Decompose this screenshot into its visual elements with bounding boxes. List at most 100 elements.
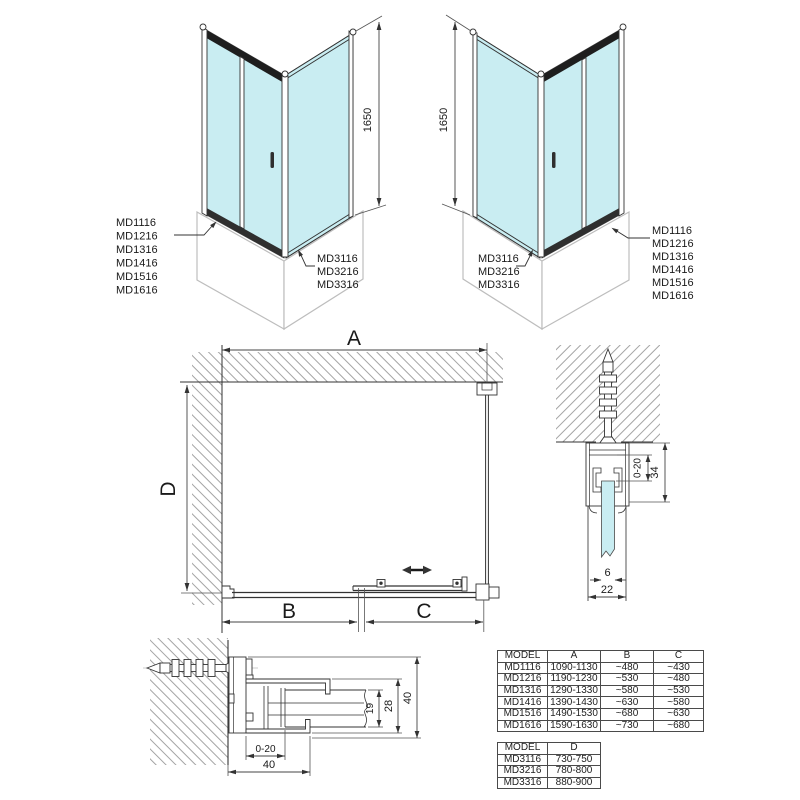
corner-post bbox=[281, 75, 289, 258]
channel-bottom-arm bbox=[245, 719, 311, 734]
dim-label: 0-20 bbox=[255, 744, 275, 755]
table-cell: MD3316 bbox=[497, 776, 548, 790]
table-cell: ~480 bbox=[653, 673, 704, 686]
table-cell: MD3216 bbox=[497, 765, 548, 778]
top-track bbox=[203, 28, 284, 83]
dim-total-40: 40 bbox=[248, 656, 421, 739]
side-model-list: MD3116 MD3216 MD3316 bbox=[298, 249, 359, 291]
table-cell: MD1316 bbox=[497, 684, 548, 698]
model-label: MD1516 bbox=[652, 277, 694, 289]
channel-top-arm bbox=[245, 678, 331, 695]
model-label: MD1416 bbox=[116, 258, 158, 270]
table-cell: ~630 bbox=[600, 696, 654, 709]
bottom-rail bbox=[542, 206, 623, 258]
table-cell: ~480 bbox=[600, 661, 654, 675]
dim-label: 40 bbox=[263, 759, 275, 771]
model-label: MD1216 bbox=[652, 238, 694, 250]
model-label: MD3116 bbox=[317, 253, 358, 265]
shower-tray bbox=[462, 209, 630, 331]
slide-direction-arrow-icon bbox=[402, 565, 432, 575]
table-cell: MD1216 bbox=[497, 673, 548, 686]
middle-stile bbox=[581, 56, 587, 230]
dim-label: 34 bbox=[649, 466, 661, 478]
dim-depth-40: 40 bbox=[227, 736, 311, 776]
wall-profile bbox=[221, 585, 235, 599]
table-cell: ~680 bbox=[653, 719, 704, 733]
corner-post bbox=[475, 583, 490, 601]
table-header-cell: D bbox=[547, 742, 601, 755]
corner-post bbox=[537, 75, 545, 258]
table-cell: ~630 bbox=[653, 707, 704, 721]
table-cell: 1190-1230 bbox=[547, 673, 601, 686]
model-label: MD3316 bbox=[317, 279, 359, 291]
table-header-cell: MODEL bbox=[497, 742, 548, 755]
model-label: MD3216 bbox=[317, 266, 359, 278]
dim-D-label: D bbox=[157, 481, 180, 496]
table-cell: 1090-1130 bbox=[547, 661, 601, 675]
model-label: MD1216 bbox=[116, 231, 158, 243]
dim-glass-6: 6 bbox=[590, 567, 626, 583]
door-model-list: MD1116 MD1216 MD1316 MD1416 MD1516 MD161… bbox=[116, 217, 217, 297]
dim-label: 19 bbox=[365, 703, 376, 715]
end-stile bbox=[472, 30, 478, 219]
table-cell: MD3116 bbox=[497, 753, 548, 767]
table-cell: 1590-1630 bbox=[547, 719, 601, 733]
dim-adjust-0-20: 0-20 bbox=[616, 454, 652, 482]
dim-label: 22 bbox=[601, 584, 613, 596]
break-line bbox=[363, 689, 368, 728]
table-cell: ~530 bbox=[600, 673, 654, 686]
table-cell: 1490-1530 bbox=[547, 707, 601, 721]
side-model-list: MD3116 MD3216 MD3316 bbox=[478, 249, 533, 291]
table-cell: MD1416 bbox=[497, 696, 548, 709]
dim-profile-34: 34 bbox=[629, 442, 670, 503]
corner-bracket bbox=[488, 586, 500, 599]
table-cell: ~580 bbox=[600, 684, 654, 698]
isometric-view-left: 1650 MD1116 MD1216 MD1316 MD1416 MD1516 … bbox=[116, 15, 387, 331]
table-cell: ~580 bbox=[653, 696, 704, 709]
table-cell: ~680 bbox=[600, 707, 654, 721]
dim-label: 0-20 bbox=[633, 458, 644, 478]
door-handle bbox=[270, 152, 274, 168]
table-header-cell: MODEL bbox=[497, 650, 548, 663]
plan-view: A D bbox=[157, 327, 503, 633]
height-dim-label: 1650 bbox=[438, 108, 450, 132]
wall-profile-section: 0-20 34 6 22 bbox=[556, 345, 670, 601]
end-stile bbox=[348, 30, 354, 219]
model-label: MD1316 bbox=[116, 244, 158, 256]
middle-stile bbox=[239, 55, 245, 230]
height-dim-label: 1650 bbox=[362, 108, 374, 132]
model-label: MD3216 bbox=[478, 266, 520, 278]
model-label: MD1316 bbox=[652, 251, 694, 263]
table-cell: ~730 bbox=[600, 719, 654, 733]
dim-A-label: A bbox=[347, 327, 361, 350]
model-label: MD3316 bbox=[478, 279, 520, 291]
dim-D: D bbox=[157, 385, 232, 594]
model-label: MD1616 bbox=[116, 285, 158, 297]
wall-stile bbox=[618, 26, 625, 217]
dim-inner-19: 19 bbox=[365, 689, 383, 728]
bottom-rail bbox=[203, 206, 284, 258]
wall-hatch-left bbox=[192, 382, 222, 605]
dim-channel-28: 28 bbox=[312, 678, 402, 734]
shower-tray bbox=[196, 209, 364, 331]
model-label: MD1116 bbox=[116, 217, 156, 229]
table-cell: 780-800 bbox=[547, 765, 601, 778]
table-cell: MD1616 bbox=[497, 719, 548, 733]
door-handle bbox=[552, 152, 556, 168]
dim-height-left: 1650 bbox=[354, 15, 387, 216]
table-header-cell: B bbox=[600, 650, 654, 663]
wall-bracket bbox=[476, 382, 498, 396]
table-cell: MD1116 bbox=[497, 661, 548, 675]
table-cell: 730-750 bbox=[547, 753, 601, 767]
dim-B-label: B bbox=[282, 600, 296, 623]
table-cell: 880-900 bbox=[547, 776, 601, 790]
dim-C-label: C bbox=[416, 600, 431, 623]
